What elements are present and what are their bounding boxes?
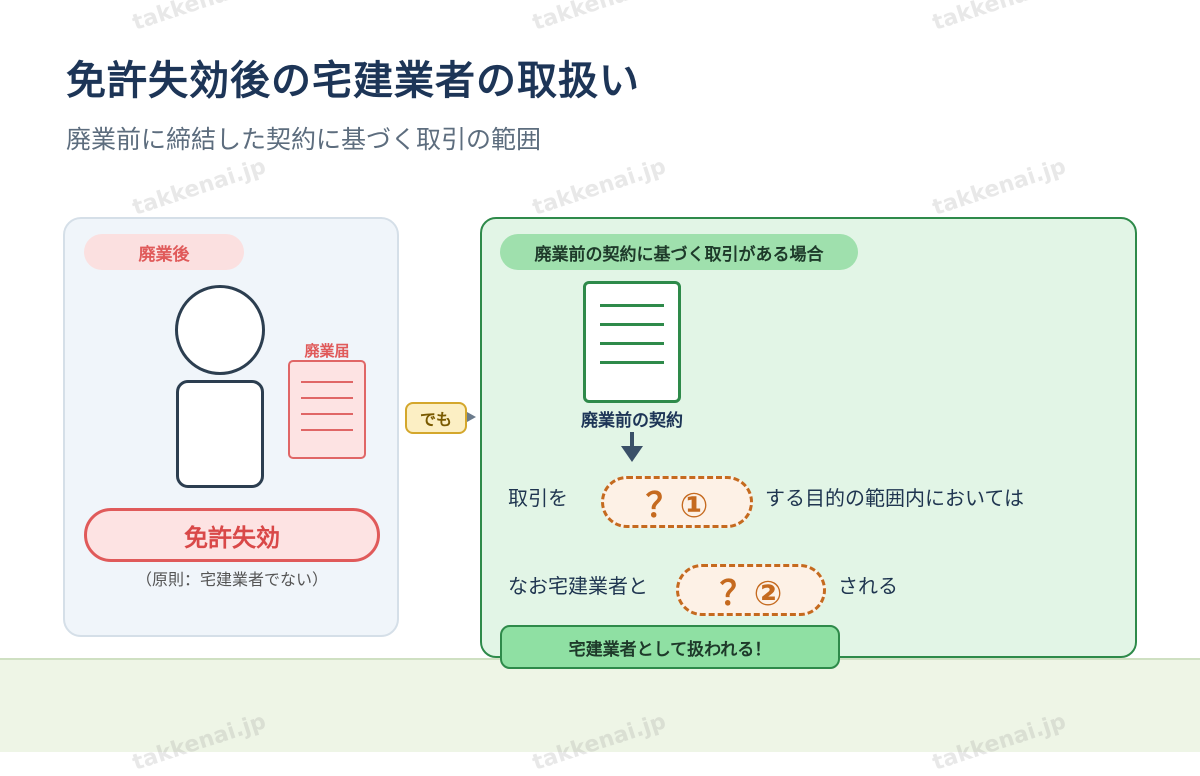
watermark: takkenai.jp (129, 0, 270, 36)
after-closure-badge: 廃業後 (84, 234, 244, 270)
closure-notice-label: 廃業届 (304, 342, 350, 360)
watermark: takkenai.jp (929, 0, 1070, 36)
connector-badge: でも (405, 402, 467, 434)
result-badge: 宅建業者として扱われる！ (500, 625, 840, 669)
person-icon (175, 285, 265, 375)
footer-band (0, 658, 1200, 752)
page-title: 免許失効後の宅建業者の取扱い (66, 58, 640, 104)
watermark: takkenai.jp (529, 0, 670, 36)
principle-note: （原則：宅建業者でない） (135, 570, 328, 589)
blank-2[interactable]: ？② (676, 564, 826, 616)
arrow-right-icon (467, 412, 476, 422)
person-body (176, 380, 264, 488)
arrow-down-icon (621, 432, 643, 462)
case-condition-badge: 廃業前の契約に基づく取引がある場合 (500, 234, 858, 270)
watermark: takkenai.jp (929, 154, 1070, 221)
blank-1[interactable]: ？① (601, 476, 753, 528)
contract-label: 廃業前の契約 (581, 411, 683, 431)
row1-suffix: する目的の範囲内においては (765, 486, 1024, 510)
row2-prefix: なお宅建業者と (508, 574, 648, 598)
page-subtitle: 廃業前に締結した契約に基づく取引の範囲 (66, 125, 542, 154)
row1-prefix: 取引を (508, 486, 568, 510)
row2-suffix: される (838, 574, 898, 598)
watermark: takkenai.jp (529, 154, 670, 221)
document-icon (583, 281, 681, 403)
document-icon (288, 360, 366, 459)
license-expired-badge: 免許失効 (84, 508, 380, 562)
watermark: takkenai.jp (129, 154, 270, 221)
